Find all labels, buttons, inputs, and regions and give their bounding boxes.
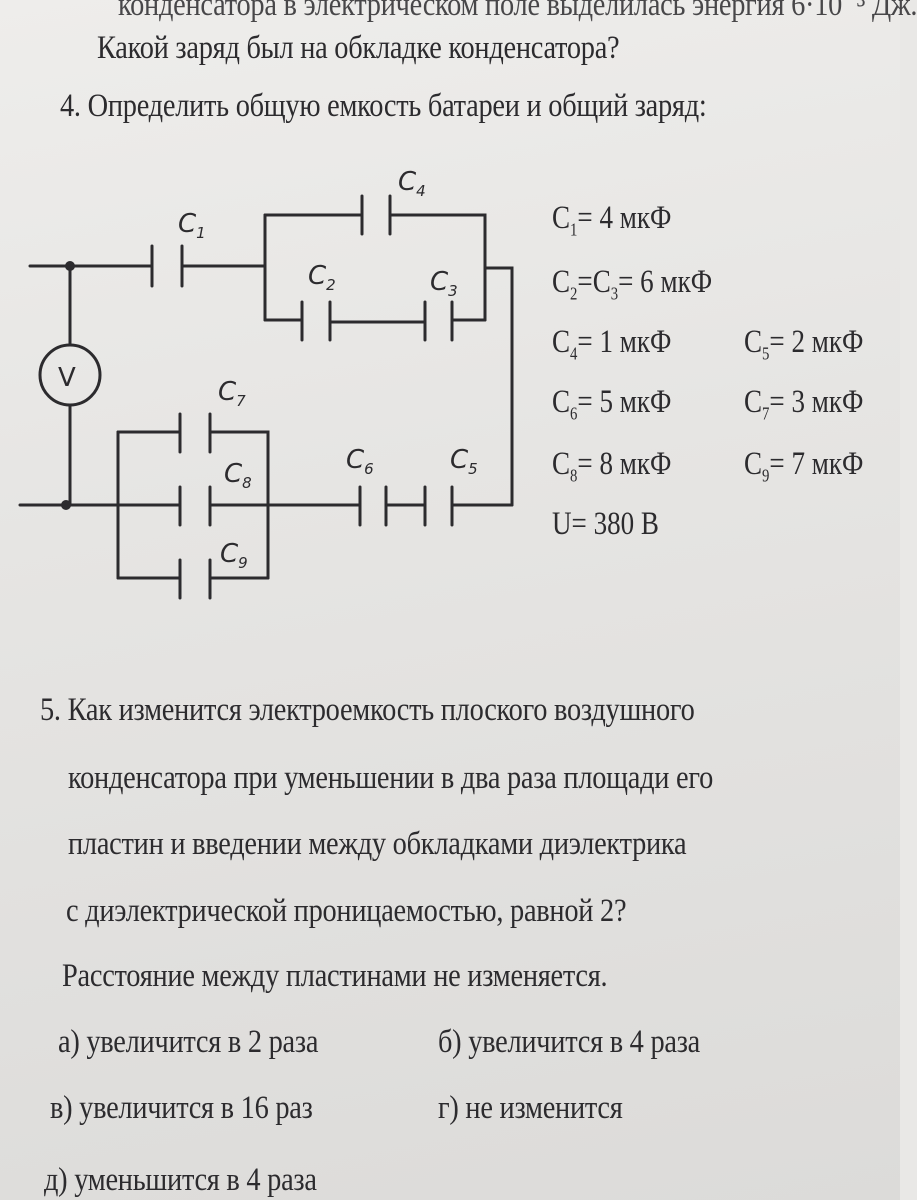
label-c2: C2 [308,261,336,294]
option-v: в) увеличится в 16 раз [50,1090,313,1126]
wire-parallel-right [208,430,270,580]
value-c5: C5= 2 мкФ [744,324,864,364]
label-c8: C8 [224,459,252,492]
value-c2-c3: C2=C3= 6 мкФ [552,264,713,304]
wire-right-vertical [483,266,514,507]
label-c9: C9 [220,539,248,572]
question-5-line-5: Расстояние между пластинами не изменяетс… [62,958,608,994]
label-c1: C1 [178,209,206,242]
value-c4: C4= 1 мкФ [552,324,672,364]
option-b: б) увеличится в 4 раза [438,1024,701,1060]
prev-question-cropped-line: конденсатора в электрическом поле выдели… [118,0,917,23]
value-c8: C8= 8 мкФ [552,446,672,486]
value-c1: C1= 4 мкФ [552,200,672,240]
value-voltage: U= 380 В [552,506,659,542]
label-c4: C4 [398,167,426,200]
voltmeter-circle [38,343,102,407]
prev-question-line: Какой заряд был на обкладке конденсатора… [97,30,620,66]
label-c5: C5 [450,445,478,478]
option-d: д) уменьшится в 4 раза [44,1162,317,1198]
question-5-line-4: с диэлектрической проницаемостью, равной… [66,893,627,929]
question-5-line-1: 5. Как изменится электроемкость плоского… [40,692,695,728]
wire-c4-right [388,213,487,322]
circuit-svg: V C1 C2 C3 C4 C5 C6 C7 C8 C9 [18,167,514,600]
option-a: а) увеличится в 2 раза [58,1024,319,1060]
question-4-title: 4. Определить общую емкость батареи и об… [60,88,707,124]
value-c6: C6= 5 мкФ [552,384,672,424]
label-c6: C6 [346,445,374,478]
junction-top [65,261,75,271]
voltmeter-symbol: V [58,363,76,393]
question-5-line-2: конденсатора при уменьшении в два раза п… [68,760,713,796]
value-c7: C7= 3 мкФ [744,384,864,424]
option-g: г) не изменится [438,1090,623,1126]
circuit-diagram: V C1 C2 C3 C4 C5 C6 C7 C8 C9 [0,150,540,630]
label-c7: C7 [218,377,246,410]
value-c9: C9= 7 мкФ [744,446,864,486]
junction-bottom [61,500,71,510]
question-5-line-3: пластин и введении между обкладками диэл… [68,826,687,862]
label-c3: C3 [430,267,458,300]
